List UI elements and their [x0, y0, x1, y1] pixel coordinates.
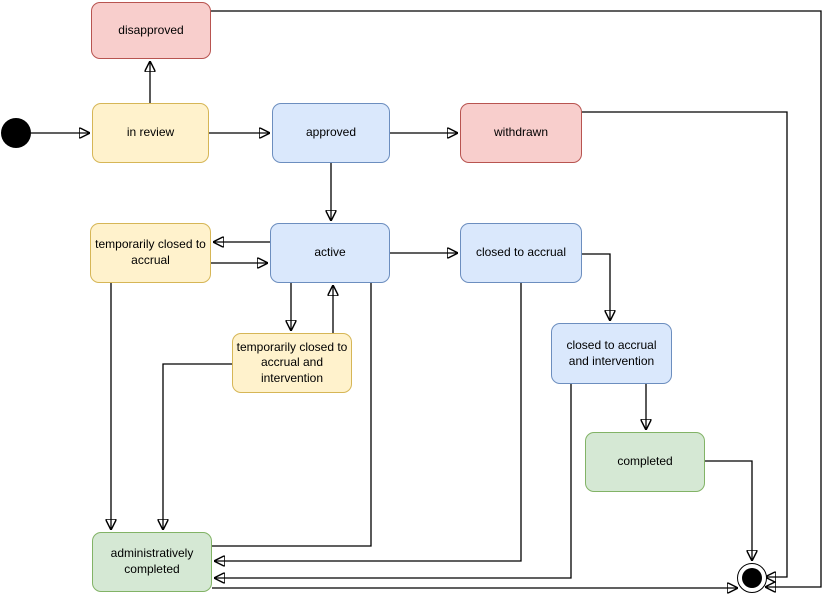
initial-state-node — [1, 118, 31, 148]
edge-closed-accrual-to-closed-interv — [582, 253, 610, 320]
edge-disapproved-to-end — [211, 10, 822, 587]
state-active: active — [270, 223, 390, 283]
state-administratively-completed: administratively completed — [92, 532, 212, 592]
state-completed: completed — [585, 432, 705, 492]
edge-temp-closed-interv-to-admin-completed — [163, 363, 232, 529]
state-temporarily-closed-to-accrual: temporarily closed to accrual — [90, 223, 211, 283]
edge-completed-to-end — [705, 460, 752, 560]
state-closed-to-accrual-and-intervention: closed to accrual and intervention — [551, 323, 672, 384]
final-state-inner-dot — [742, 568, 762, 588]
edge-withdrawn-to-end — [582, 111, 788, 577]
state-disapproved: disapproved — [91, 2, 211, 59]
state-closed-to-accrual: closed to accrual — [460, 223, 582, 283]
state-in-review: in review — [92, 103, 209, 163]
final-state-node — [737, 563, 767, 593]
edge-active-to-admin-completed — [212, 283, 372, 547]
edge-closed-interv-to-admin-completed — [215, 384, 572, 578]
edge-closed-accrual-to-admin-completed — [215, 283, 522, 561]
state-withdrawn: withdrawn — [460, 103, 582, 163]
state-temporarily-closed-to-accrual-and-intervention: temporarily closed to accrual and interv… — [232, 333, 352, 393]
state-approved: approved — [272, 103, 390, 163]
